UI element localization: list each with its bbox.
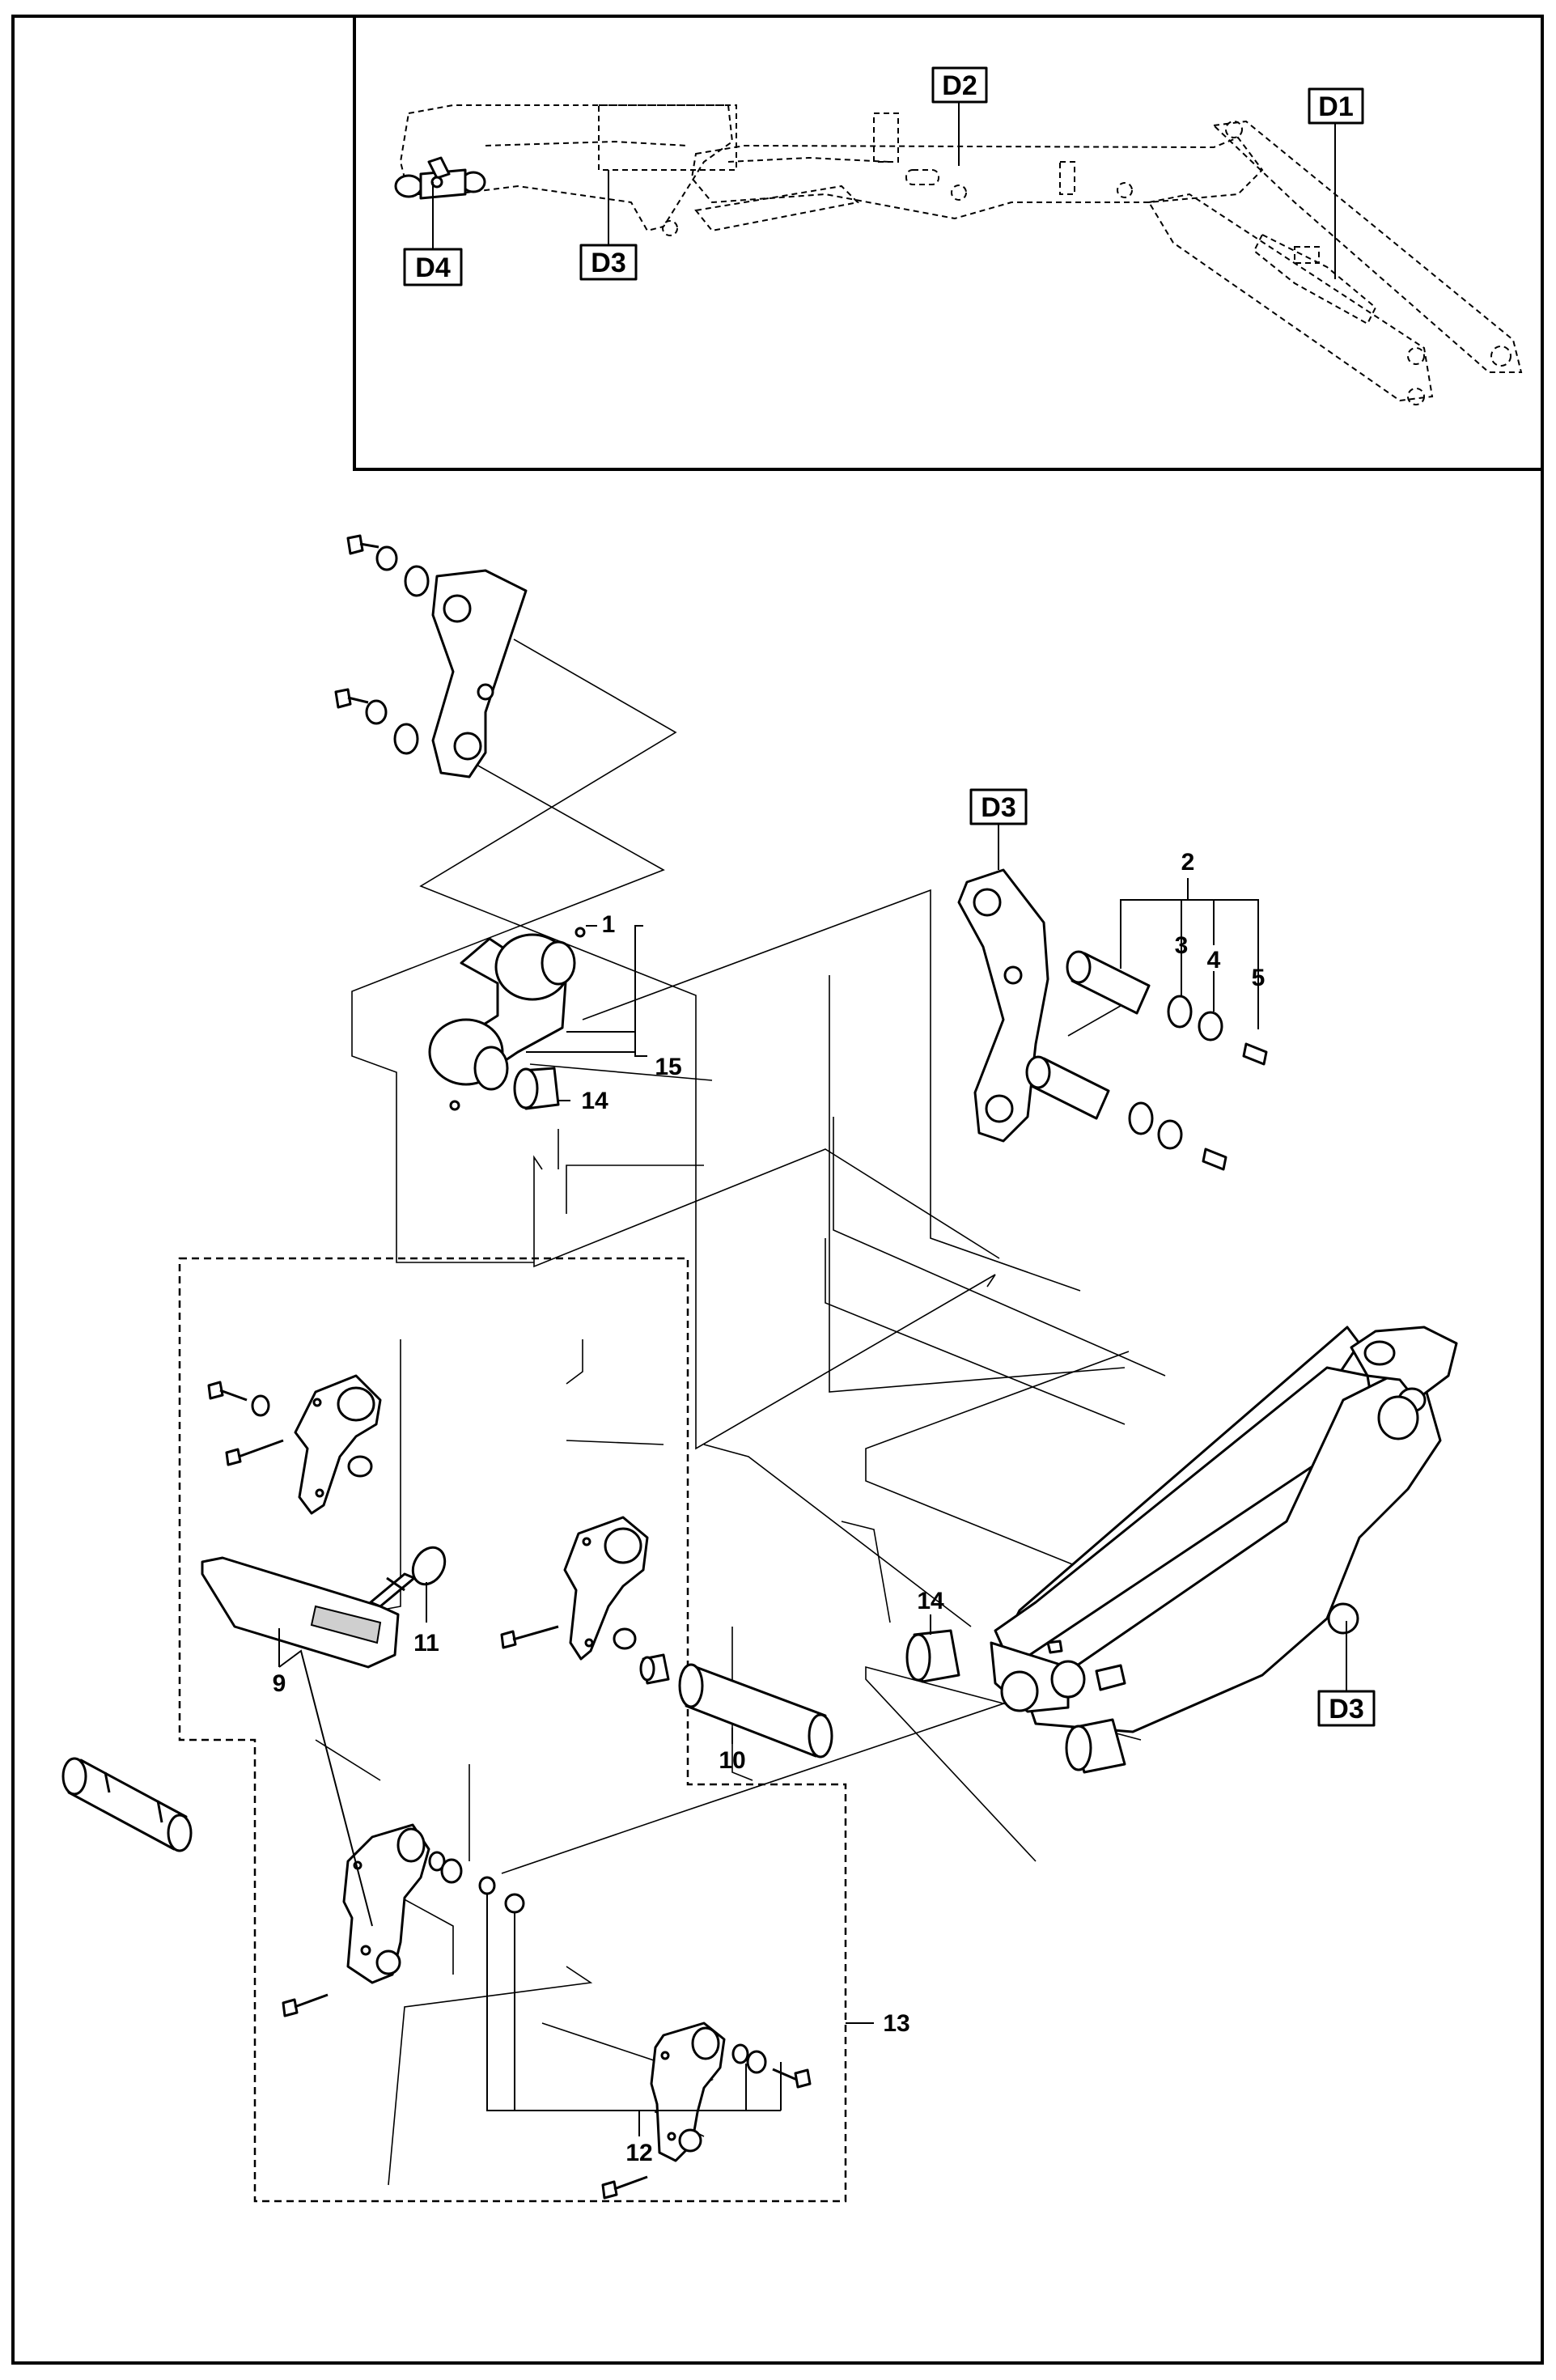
pin-long-left	[61, 1757, 193, 1852]
svg-text:D4: D4	[415, 252, 451, 283]
grease-nipple-1	[574, 927, 586, 938]
lock-pin-11	[369, 1546, 447, 1608]
latch-bracket-center	[563, 1516, 649, 1661]
svg-text:D3: D3	[591, 248, 625, 278]
overview-pivot	[1225, 121, 1243, 138]
overview-boom-bracket	[873, 112, 899, 163]
callout-15: 15	[655, 1054, 681, 1080]
latch-bracket-upper-left	[294, 1374, 382, 1515]
bushing-arm-pivot	[1377, 1395, 1419, 1440]
bolt-set-upper	[346, 534, 430, 597]
overview-dipper-pin	[662, 220, 678, 236]
overview-boom-detail	[727, 156, 891, 163]
latch-bracket-lower-right	[650, 2022, 726, 2162]
bolt-kit-center	[500, 1625, 559, 1649]
svg-text:D3: D3	[981, 792, 1015, 823]
callout-3: 3	[1175, 932, 1189, 959]
callout-11: 11	[413, 1630, 439, 1657]
overview-boom-plate	[1059, 161, 1075, 195]
overview-arm-pin	[1490, 346, 1511, 367]
overview-boom-assembly	[394, 104, 1523, 405]
callout-12: 12	[625, 2140, 652, 2166]
overview-arm-d1-lower	[1147, 193, 1434, 402]
bolt-set-lower	[334, 688, 419, 755]
bushing-14-upper	[513, 1067, 560, 1110]
overview-boom-slot	[905, 169, 939, 185]
pin-2-upper	[1066, 950, 1268, 1066]
label-d4: D4	[403, 248, 463, 286]
overview-inset-frame	[353, 15, 1544, 471]
bushing-arm-lower	[1065, 1718, 1126, 1774]
callout-4: 4	[1207, 947, 1221, 974]
kit-boundary-13	[178, 1257, 847, 2203]
label-d2: D2	[931, 66, 988, 104]
overview-main-boom	[690, 136, 1264, 220]
label-d3-arm: D3	[1317, 1690, 1376, 1727]
label-d3-overview: D3	[579, 244, 638, 281]
callout-1: 1	[602, 911, 616, 938]
bolt-lower-right	[772, 2068, 812, 2089]
link-plate-d3	[957, 868, 1049, 1143]
overview-arm-pin-2	[1407, 347, 1425, 365]
callout-2: 2	[1181, 849, 1195, 876]
label-d1: D1	[1308, 87, 1364, 125]
roller-center	[639, 1653, 670, 1685]
callout-leaders	[278, 824, 1347, 2136]
overview-dipper-cylinder	[694, 185, 860, 232]
latch-bracket-lower-left	[342, 1823, 430, 1984]
washers-lower-left	[428, 1851, 525, 1914]
svg-text:D3: D3	[1329, 1694, 1363, 1725]
handle-lever-9	[201, 1556, 400, 1669]
callout-13: 13	[883, 2010, 909, 2037]
svg-text:D1: D1	[1318, 91, 1353, 122]
callout-5: 5	[1252, 965, 1266, 991]
overview-dipper-d3	[399, 104, 734, 232]
callout-9: 9	[273, 1670, 286, 1697]
bushing-14-arm	[905, 1629, 960, 1683]
bolt-lower-center	[601, 2175, 648, 2200]
link-15	[428, 933, 576, 1091]
overview-boom-pin	[951, 185, 967, 201]
link-plate-left	[431, 569, 528, 778]
callout-10: 10	[719, 1747, 745, 1774]
grease-nipple-1b	[449, 1100, 460, 1111]
pin-2-lower	[1025, 1055, 1227, 1171]
callout-14-arm: 14	[917, 1588, 944, 1614]
overview-d4-detail	[394, 156, 486, 200]
overview-cylinder-bracket	[1294, 246, 1320, 264]
pin-10	[678, 1663, 833, 1758]
bolt-kit-upper-left	[207, 1381, 284, 1466]
alignment-lines	[315, 582, 1223, 2186]
overview-boom-pin-2	[1117, 182, 1133, 198]
bolt-lower-left	[282, 1993, 329, 2017]
overview-arm-pin-3	[1407, 388, 1425, 405]
label-d3-link: D3	[969, 788, 1028, 825]
dipper-arm-d3	[990, 1326, 1458, 1733]
outer-frame	[11, 15, 1544, 2365]
overview-cylinder	[1253, 233, 1377, 325]
overview-arm-d1-upper	[1211, 120, 1523, 373]
overview-dipper-cover	[598, 104, 737, 171]
overview-dipper-detail	[485, 140, 689, 146]
svg-text:D2: D2	[942, 70, 977, 101]
callout-14-upper: 14	[581, 1088, 608, 1114]
washers-lower-right	[731, 2043, 767, 2074]
